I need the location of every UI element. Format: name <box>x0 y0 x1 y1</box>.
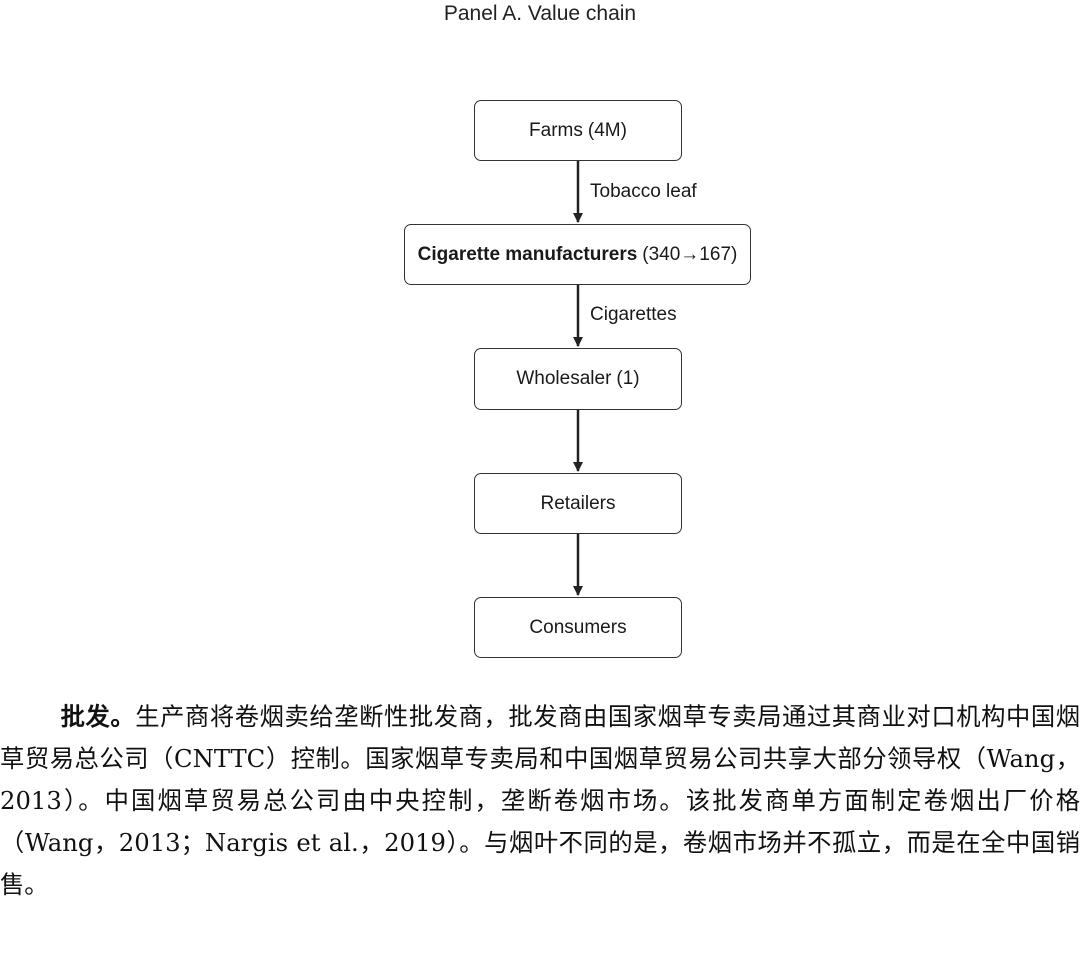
node-label: Farms <box>529 119 583 141</box>
node-label: Consumers <box>529 616 627 638</box>
node-wholesaler: Wholesaler (1) <box>474 348 682 410</box>
paragraph-lead: 批发。 <box>60 702 136 731</box>
node-consumers: Consumers <box>474 597 682 658</box>
node-retailers: Retailers <box>474 473 682 534</box>
body-paragraph: 批发。生产商将卷烟卖给垄断性批发商，批发商由国家烟草专卖局通过其商业对口机构中国… <box>0 696 1080 906</box>
node-count: (1) <box>616 368 640 389</box>
paragraph-text: 生产商将卷烟卖给垄断性批发商，批发商由国家烟草专卖局通过其商业对口机构中国烟草贸… <box>0 702 1080 899</box>
node-count: (4M) <box>587 119 627 141</box>
edge-label-cigarettes: Cigarettes <box>590 304 677 325</box>
node-farms: Farms (4M) <box>474 100 682 161</box>
panel-title: Panel A. Value chain <box>443 2 637 25</box>
value-chain-arrows <box>573 161 583 596</box>
edge-label-tobacco-leaf: Tobacco leaf <box>590 181 697 202</box>
node-cigarette-manufacturers: Cigarette manufacturers (340→167) <box>404 224 751 285</box>
node-label: Retailers <box>540 492 616 514</box>
node-label: Cigarette manufacturers <box>417 243 638 265</box>
node-label: Wholesaler <box>516 368 612 389</box>
node-count: (340→167) <box>642 243 738 265</box>
